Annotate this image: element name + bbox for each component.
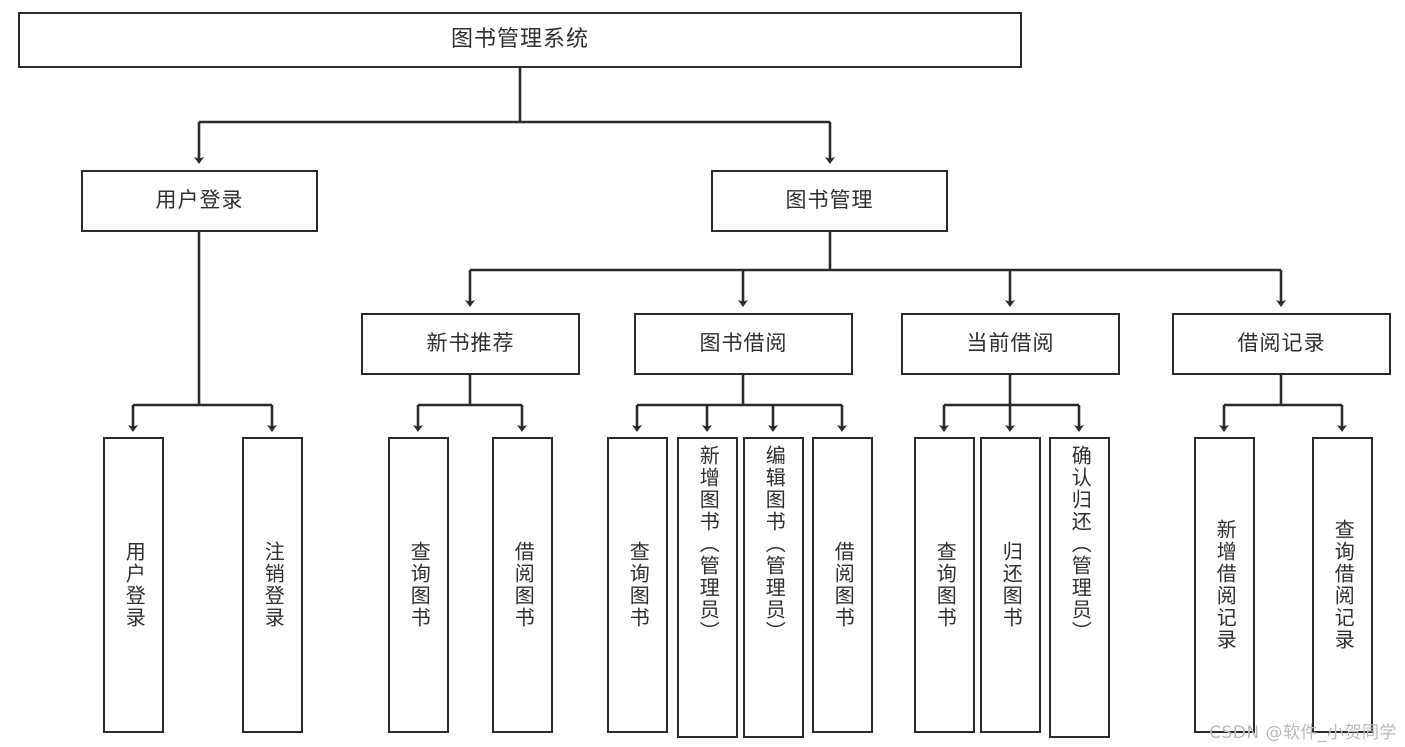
leaf-borrow-edit-book[interactable]: 编辑图书（管理员） <box>743 437 804 738</box>
node-label: 用户登录 <box>155 188 244 213</box>
leaf-borrow-borrow-book[interactable]: 借阅图书 <box>812 437 873 733</box>
node-label: 借阅记录 <box>1237 331 1326 356</box>
node-current-borrow[interactable]: 当前借阅 <box>901 313 1120 375</box>
leaf-borrow-add-book[interactable]: 新增图书（管理员） <box>677 437 738 738</box>
leaf-record-add[interactable]: 新增借阅记录 <box>1194 437 1255 733</box>
leaf-borrow-query-book[interactable]: 查询图书 <box>607 437 668 733</box>
node-label: 新增图书（管理员） <box>696 445 721 643</box>
node-new-book-recommend[interactable]: 新书推荐 <box>361 313 580 375</box>
node-label: 查询图书 <box>407 541 432 629</box>
node-borrow-record[interactable]: 借阅记录 <box>1172 313 1391 375</box>
node-label: 确认归还（管理员） <box>1068 445 1093 643</box>
node-label: 借阅图书 <box>511 541 536 629</box>
node-label: 当前借阅 <box>966 331 1055 356</box>
leaf-current-query-book[interactable]: 查询图书 <box>914 437 975 733</box>
node-user-login[interactable]: 用户登录 <box>81 170 318 232</box>
node-label: 用户登录 <box>122 541 147 629</box>
node-book-borrow[interactable]: 图书借阅 <box>634 313 853 375</box>
leaf-current-return-book[interactable]: 归还图书 <box>980 437 1041 733</box>
leaf-user-logout[interactable]: 注销登录 <box>242 437 303 733</box>
leaf-record-query[interactable]: 查询借阅记录 <box>1312 437 1373 733</box>
node-label: 图书管理系统 <box>450 26 589 52</box>
node-book-management[interactable]: 图书管理 <box>711 170 948 232</box>
leaf-user-login[interactable]: 用户登录 <box>103 437 164 733</box>
leaf-new-book-borrow[interactable]: 借阅图书 <box>492 437 553 733</box>
node-label: 查询图书 <box>626 541 651 629</box>
node-label: 图书管理 <box>785 188 874 213</box>
csdn-watermark: CSDN @软件_小贺同学 <box>1209 723 1397 743</box>
node-label: 借阅图书 <box>831 541 856 629</box>
node-root-system[interactable]: 图书管理系统 <box>18 12 1022 68</box>
node-label: 编辑图书（管理员） <box>762 445 787 643</box>
node-label: 图书借阅 <box>699 331 788 356</box>
node-label: 查询图书 <box>933 541 958 629</box>
node-label: 查询借阅记录 <box>1331 519 1356 651</box>
leaf-current-confirm-return[interactable]: 确认归还（管理员） <box>1049 437 1110 738</box>
node-label: 归还图书 <box>999 541 1024 629</box>
node-label: 注销登录 <box>261 541 286 629</box>
node-label: 新书推荐 <box>426 331 515 356</box>
node-label: 新增借阅记录 <box>1213 519 1238 651</box>
leaf-new-book-query[interactable]: 查询图书 <box>388 437 449 733</box>
